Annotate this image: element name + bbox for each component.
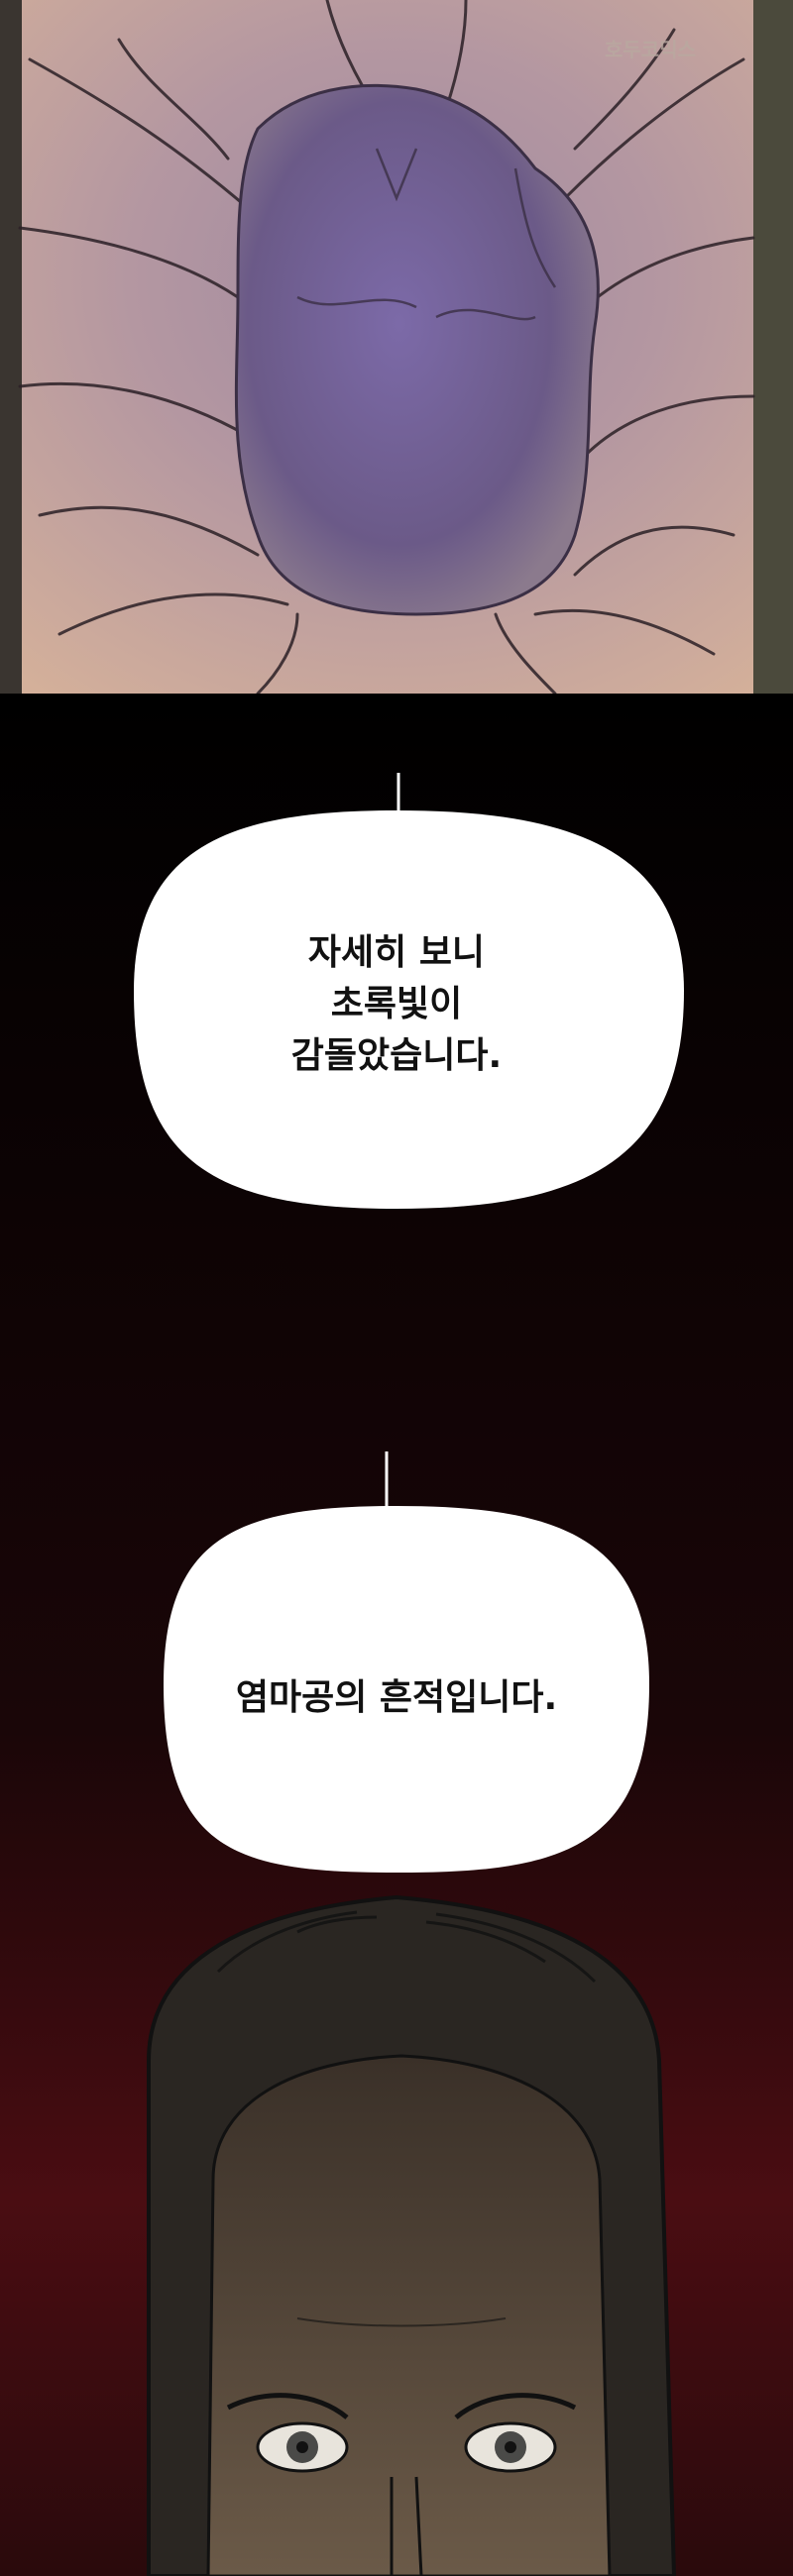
speech-bubble-2 [164, 1506, 649, 1873]
character-face [147, 1894, 677, 2576]
dialogue-background [0, 694, 793, 2576]
speech-bubble-1-text: 자세히 보니 초록빛이 감돌았습니다. [0, 927, 793, 1082]
bubble-1-line-1: 자세히 보니 [307, 932, 486, 973]
bubble-1-line-3: 감돌았습니다. [290, 1035, 503, 1076]
dialogue-panel: 자세히 보니 초록빛이 감돌았습니다. 염마공의 흔적입니다. [0, 694, 793, 2576]
watermark: 호두코믹스 [605, 38, 696, 61]
bubble-2-line-1: 염마공의 흔적입니다. [235, 1677, 558, 1718]
speech-bubble-2-text: 염마공의 흔적입니다. [0, 1672, 793, 1724]
bubble-1-line-2: 초록빛이 [330, 984, 463, 1024]
bruise-illustration [0, 0, 793, 694]
bruise-mark [234, 83, 600, 616]
bruise-panel: 호두코믹스 [0, 0, 793, 694]
speech-bubble-1 [134, 810, 684, 1209]
